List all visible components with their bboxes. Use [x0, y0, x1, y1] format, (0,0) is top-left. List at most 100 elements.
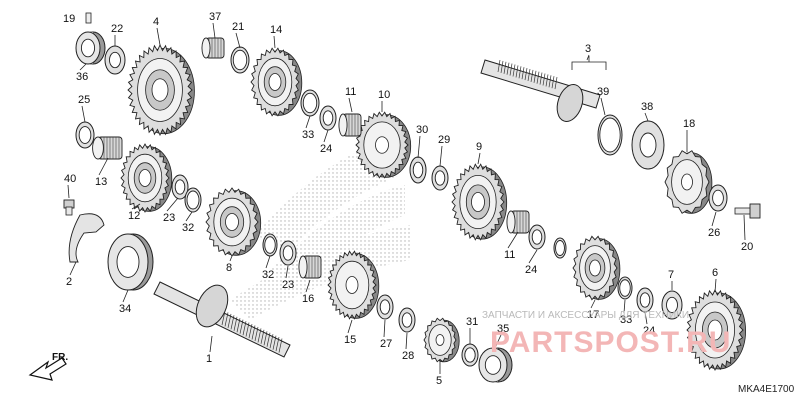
gear-12: [120, 143, 173, 213]
leader-c24a: [323, 129, 329, 143]
washer-25: [75, 121, 95, 149]
stopper-plate-2: [68, 213, 105, 263]
callout-c10: 10: [378, 89, 390, 101]
callout-c33b: 33: [620, 314, 632, 326]
circlip-33b: [617, 276, 633, 300]
callout-c30: 30: [416, 124, 428, 136]
callout-c24c: 24: [643, 325, 655, 337]
circlip-33c: [553, 237, 567, 259]
leader-c3: [586, 54, 590, 61]
callout-c34: 34: [119, 303, 131, 315]
gear-14: [250, 47, 303, 117]
leader-c14: [273, 35, 276, 49]
callout-c19: 19: [63, 13, 75, 25]
callout-c9: 9: [476, 141, 482, 153]
watermark-small: ЗАПЧАСТИ И АКСЕССУАРЫ ДЛЯ ТЕХНИКИ: [482, 310, 689, 321]
callout-c18: 18: [683, 118, 695, 130]
leader-c23b: [285, 265, 289, 279]
leader-c29: [439, 145, 443, 167]
bolt-20: [734, 203, 761, 219]
callout-c1: 1: [206, 353, 212, 365]
washer-30: [409, 156, 427, 184]
bearing-34: [107, 233, 154, 291]
pin-19: [85, 12, 92, 24]
washer-24c: [636, 287, 654, 313]
callout-c38: 38: [641, 101, 653, 113]
washer-23a: [171, 174, 189, 200]
front-direction-label: FR.: [52, 352, 68, 363]
callout-c5: 5: [436, 375, 442, 387]
leader-c33a: [305, 115, 311, 129]
watermark-big: PARTSPOST.RU: [490, 326, 731, 359]
leader-c37: [212, 22, 216, 39]
callout-c32b: 32: [262, 269, 274, 281]
bolt-40: [63, 199, 75, 216]
washer-24b: [528, 224, 546, 250]
leader-c17: [590, 299, 596, 309]
gear-6: [686, 288, 747, 372]
needle-bearing-11b: [506, 210, 530, 234]
washer-29: [431, 165, 449, 191]
leader-c32b: [265, 255, 271, 269]
leader-c36: [79, 63, 87, 71]
leader-c16: [305, 279, 311, 293]
callout-c35: 35: [497, 323, 509, 335]
callout-c7: 7: [668, 269, 674, 281]
gear-4: [127, 43, 195, 137]
gear-10: [355, 111, 412, 179]
leader-c39: [600, 97, 606, 116]
countershaft: [480, 59, 601, 122]
leader-c11b: [507, 231, 519, 249]
leader-c13: [98, 157, 109, 176]
callout-c28: 28: [402, 350, 414, 362]
callout-c11b: 11: [504, 249, 515, 261]
callout-c40: 40: [64, 173, 76, 185]
washer-24a: [319, 105, 337, 131]
washer-22: [104, 45, 126, 75]
bearing-35: [478, 347, 513, 383]
callout-c27: 27: [380, 338, 392, 350]
callout-c6: 6: [712, 267, 718, 279]
leader-c24c: [644, 311, 648, 325]
callout-c24b: 24: [525, 264, 537, 276]
leader-c15: [347, 319, 353, 334]
leader-c40: [67, 184, 70, 199]
callout-c24a: 24: [320, 143, 332, 155]
callout-c21: 21: [232, 21, 244, 33]
leader-c8: [229, 255, 233, 262]
callout-c11a: 11: [345, 86, 356, 98]
leader-c24b: [528, 249, 538, 264]
needle-bearing-37: [201, 37, 225, 59]
callout-c16: 16: [302, 293, 314, 305]
leader-c6: [714, 278, 717, 293]
needle-bearing-16: [298, 255, 322, 279]
leader-c26: [711, 211, 717, 227]
washer-27: [376, 294, 394, 320]
washer-23b: [279, 240, 297, 266]
leader-c4: [156, 27, 161, 46]
circlip-32b: [262, 233, 278, 257]
bearing-36: [75, 31, 106, 65]
gear-8: [205, 187, 262, 257]
collar-38: [631, 120, 665, 170]
sprocket-18: [664, 150, 713, 214]
gear-5: [423, 317, 460, 363]
front-direction-arrow: FR.: [28, 352, 68, 381]
leader-c38: [644, 112, 649, 122]
circlip-21: [230, 46, 250, 74]
leader-c20: [743, 214, 746, 241]
gear-15: [327, 250, 380, 320]
callout-c31: 31: [466, 316, 478, 328]
leader-c34: [122, 289, 129, 303]
leader-c1: [209, 335, 213, 353]
callout-c22: 22: [111, 23, 123, 35]
callout-c23a: 23: [163, 212, 175, 224]
leader-c2: [69, 261, 77, 276]
mainshaft: [153, 281, 291, 358]
leader-c27: [383, 319, 386, 338]
callout-c26: 26: [708, 227, 720, 239]
callout-c17: 17: [587, 309, 599, 321]
callout-c14: 14: [270, 24, 282, 36]
leader-c32a: [185, 211, 193, 222]
leader-c21: [235, 32, 241, 49]
